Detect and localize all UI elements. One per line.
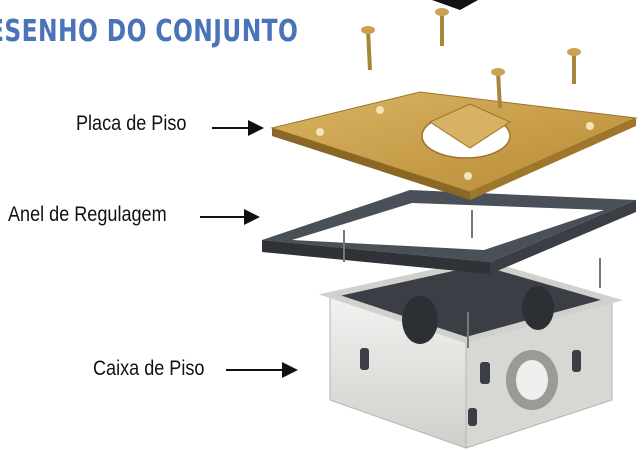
top-arrow-shape — [432, 0, 478, 10]
floor-box — [318, 258, 624, 449]
screws-upper — [361, 8, 581, 109]
adjust-ring — [262, 190, 636, 274]
label-floor-plate: Placa de Piso — [76, 112, 187, 135]
floor-plate — [270, 91, 638, 200]
label-adjust-ring: Anel de Regulagem — [8, 203, 167, 226]
diagram-title: ESENHO DO CONJUNTO — [0, 14, 299, 49]
leader-arrows — [200, 120, 298, 378]
screws-lower — [343, 210, 601, 348]
label-floor-box: Caixa de Piso — [93, 357, 205, 380]
